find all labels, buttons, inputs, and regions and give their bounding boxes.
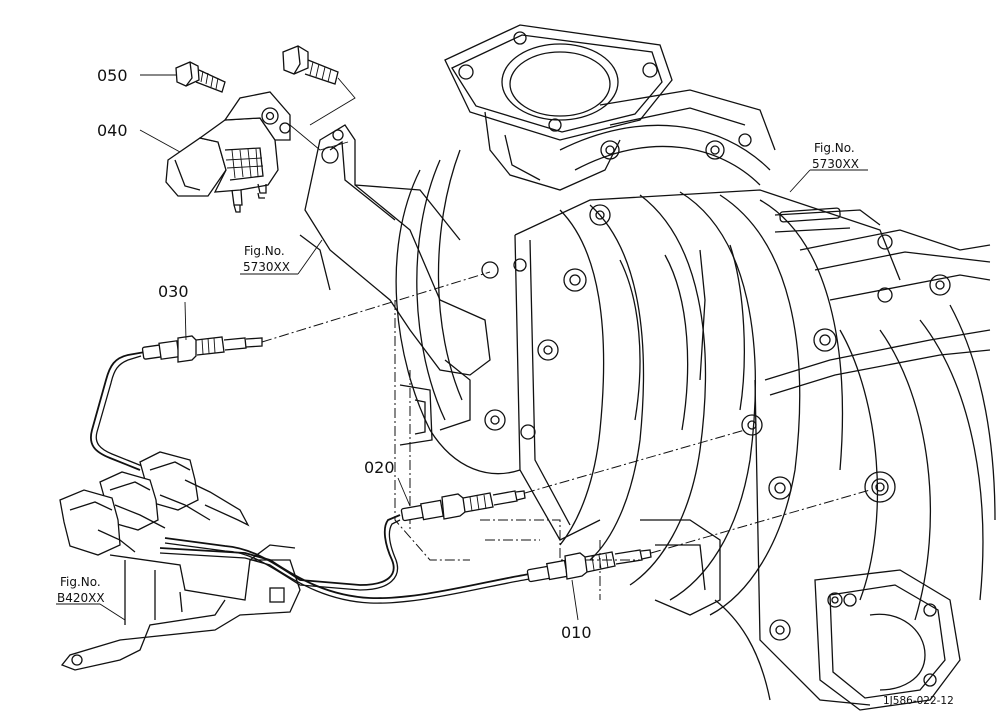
- sensor-010: [526, 549, 652, 583]
- fig-ref-prefix-bracket: Fig.No.: [60, 575, 101, 589]
- figure-references: Fig.No. 5730XX Fig.No. 5730XX Fig.No. B4…: [57, 141, 859, 605]
- part-number-020: 020: [364, 458, 395, 477]
- fig-ref-number-bracket: B420XX: [57, 591, 105, 605]
- sensor-020: [400, 490, 526, 522]
- connector-cluster: [59, 451, 250, 556]
- fig-ref-prefix-left: Fig.No.: [244, 244, 285, 258]
- drawing-id: 1J586-022-12: [883, 695, 954, 707]
- mount-bracket: [299, 124, 640, 600]
- turbo-housing: [395, 89, 776, 475]
- sensor-040: [165, 91, 349, 213]
- exhaust-flange: [444, 24, 673, 191]
- fig-ref-number-right: 5730XX: [812, 157, 859, 171]
- harness-bracket: [60, 544, 301, 671]
- sensor-harness: [59, 335, 652, 671]
- part-number-030: 030: [158, 282, 189, 301]
- leader-lines: [56, 74, 871, 621]
- sensor-030: [141, 335, 263, 363]
- fig-ref-number-left: 5730XX: [243, 260, 290, 274]
- bolt-050: [175, 61, 226, 93]
- lower-housing: [640, 519, 961, 711]
- part-labels: 050 040 030 020 010: [97, 66, 592, 642]
- fig-ref-prefix-right: Fig.No.: [814, 141, 855, 155]
- pressure-sensor-group: [165, 45, 356, 213]
- part-number-040: 040: [97, 121, 128, 140]
- bolt-upper: [282, 45, 356, 126]
- part-number-050: 050: [97, 66, 128, 85]
- engine-assembly: [299, 24, 996, 711]
- part-number-010: 010: [561, 623, 592, 642]
- right-plates: [741, 229, 996, 706]
- cylinder-drums: [481, 189, 901, 616]
